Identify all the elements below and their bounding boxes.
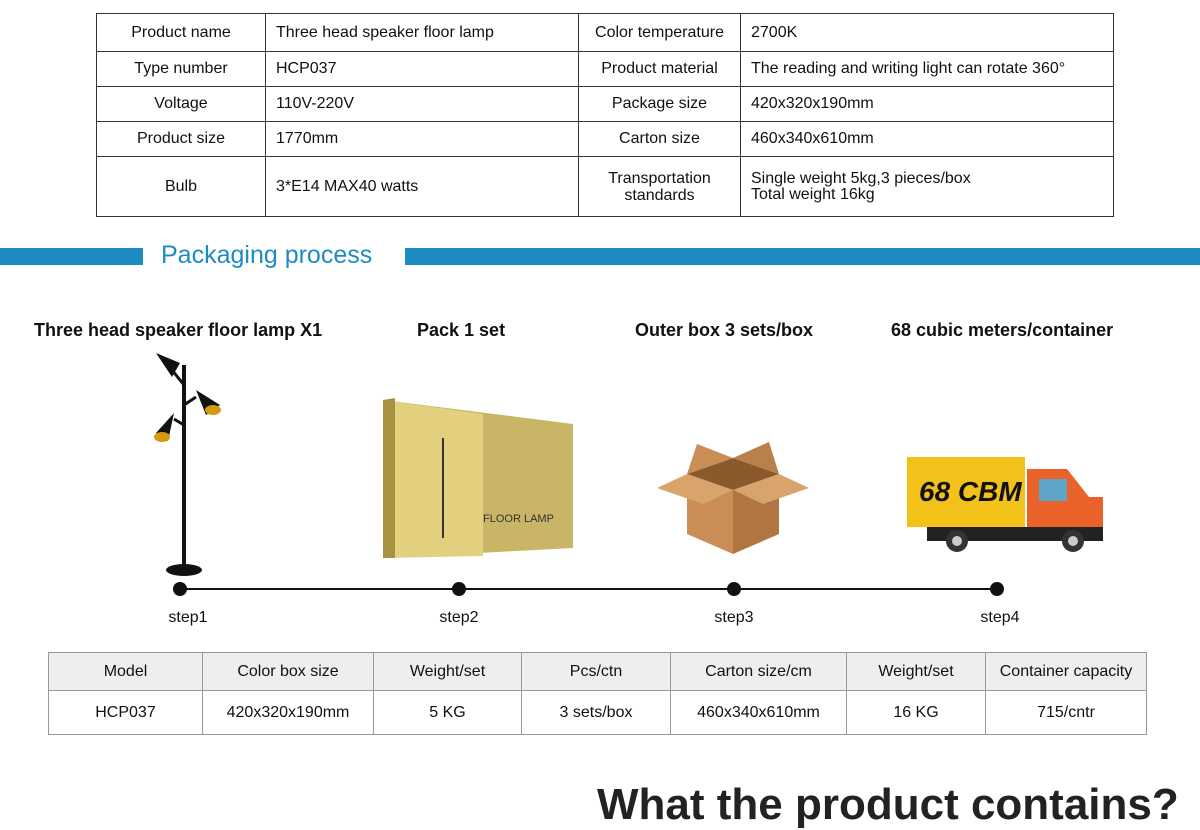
spec-value: 420x320x190mm (740, 86, 1114, 122)
packing-header: Model (48, 652, 203, 691)
step-title: Outer box 3 sets/box (635, 320, 814, 340)
packing-header: Carton size/cm (670, 652, 847, 691)
spec-value: 2700K (740, 13, 1114, 52)
packing-header: Weight/set (373, 652, 522, 691)
carton-box-image (657, 442, 809, 554)
spec-key: Voltage (96, 86, 266, 122)
spec-key: Product size (96, 121, 266, 157)
timeline-dot (452, 582, 466, 596)
packing-cell: HCP037 (48, 690, 203, 735)
spec-key: Product name (96, 13, 266, 52)
next-section-heading: What the product contains? (597, 780, 1179, 829)
spec-value: The reading and writing light can rotate… (740, 51, 1114, 87)
packing-cell: 460x340x610mm (670, 690, 847, 735)
truck-image: 68 CBM (907, 457, 1103, 552)
spec-key: Transportation standards (578, 156, 741, 217)
packing-cell: 715/cntr (985, 690, 1147, 735)
floor-lamp-image (154, 353, 221, 576)
timeline-dot (727, 582, 741, 596)
step-title: Pack 1 set (417, 320, 506, 340)
spec-value: Three head speaker floor lamp (265, 13, 579, 52)
step-label: step4 (980, 609, 1020, 626)
packing-cell: 3 sets/box (521, 690, 671, 735)
packing-header: Container capacity (985, 652, 1147, 691)
spec-value-line: Single weight 5kg,3 pieces/box (751, 169, 971, 187)
color-box-image: FLOOR LAMP (383, 398, 573, 558)
timeline-dot (173, 582, 187, 596)
packing-cell: 16 KG (846, 690, 986, 735)
step-label: step1 (168, 609, 208, 626)
timeline-dot (990, 582, 1004, 596)
packing-header: Weight/set (846, 652, 986, 691)
spec-value: 110V-220V (265, 86, 579, 122)
spec-key: Product material (578, 51, 741, 87)
packing-header: Color box size (202, 652, 374, 691)
spec-value: 1770mm (265, 121, 579, 157)
spec-key: Package size (578, 86, 741, 122)
spec-value-line: Total weight 16kg (751, 185, 875, 203)
box-print-text: FLOOR LAMP (483, 513, 554, 525)
step-label: step2 (439, 609, 479, 626)
step-title: 68 cubic meters/container (891, 320, 1114, 340)
section-band-left (0, 248, 143, 265)
spec-key: Color temperature (578, 13, 741, 52)
spec-value: 3*E14 MAX40 watts (265, 156, 579, 217)
packing-cell: 420x320x190mm (202, 690, 374, 735)
section-band-right (405, 248, 1200, 265)
spec-value: 460x340x610mm (740, 121, 1114, 157)
packing-table: Model Color box size Weight/set Pcs/ctn … (48, 652, 1147, 735)
spec-key: Bulb (96, 156, 266, 217)
spec-value: HCP037 (265, 51, 579, 87)
timeline-line (180, 588, 998, 590)
packing-header: Pcs/ctn (521, 652, 671, 691)
spec-key: Type number (96, 51, 266, 87)
spec-key: Carton size (578, 121, 741, 157)
packing-cell: 5 KG (373, 690, 522, 735)
truck-print-text: 68 CBM (919, 476, 1022, 507)
step-title: Three head speaker floor lamp X1 (34, 320, 323, 340)
step-label: step3 (714, 609, 754, 626)
section-title: Packaging process (161, 241, 373, 269)
